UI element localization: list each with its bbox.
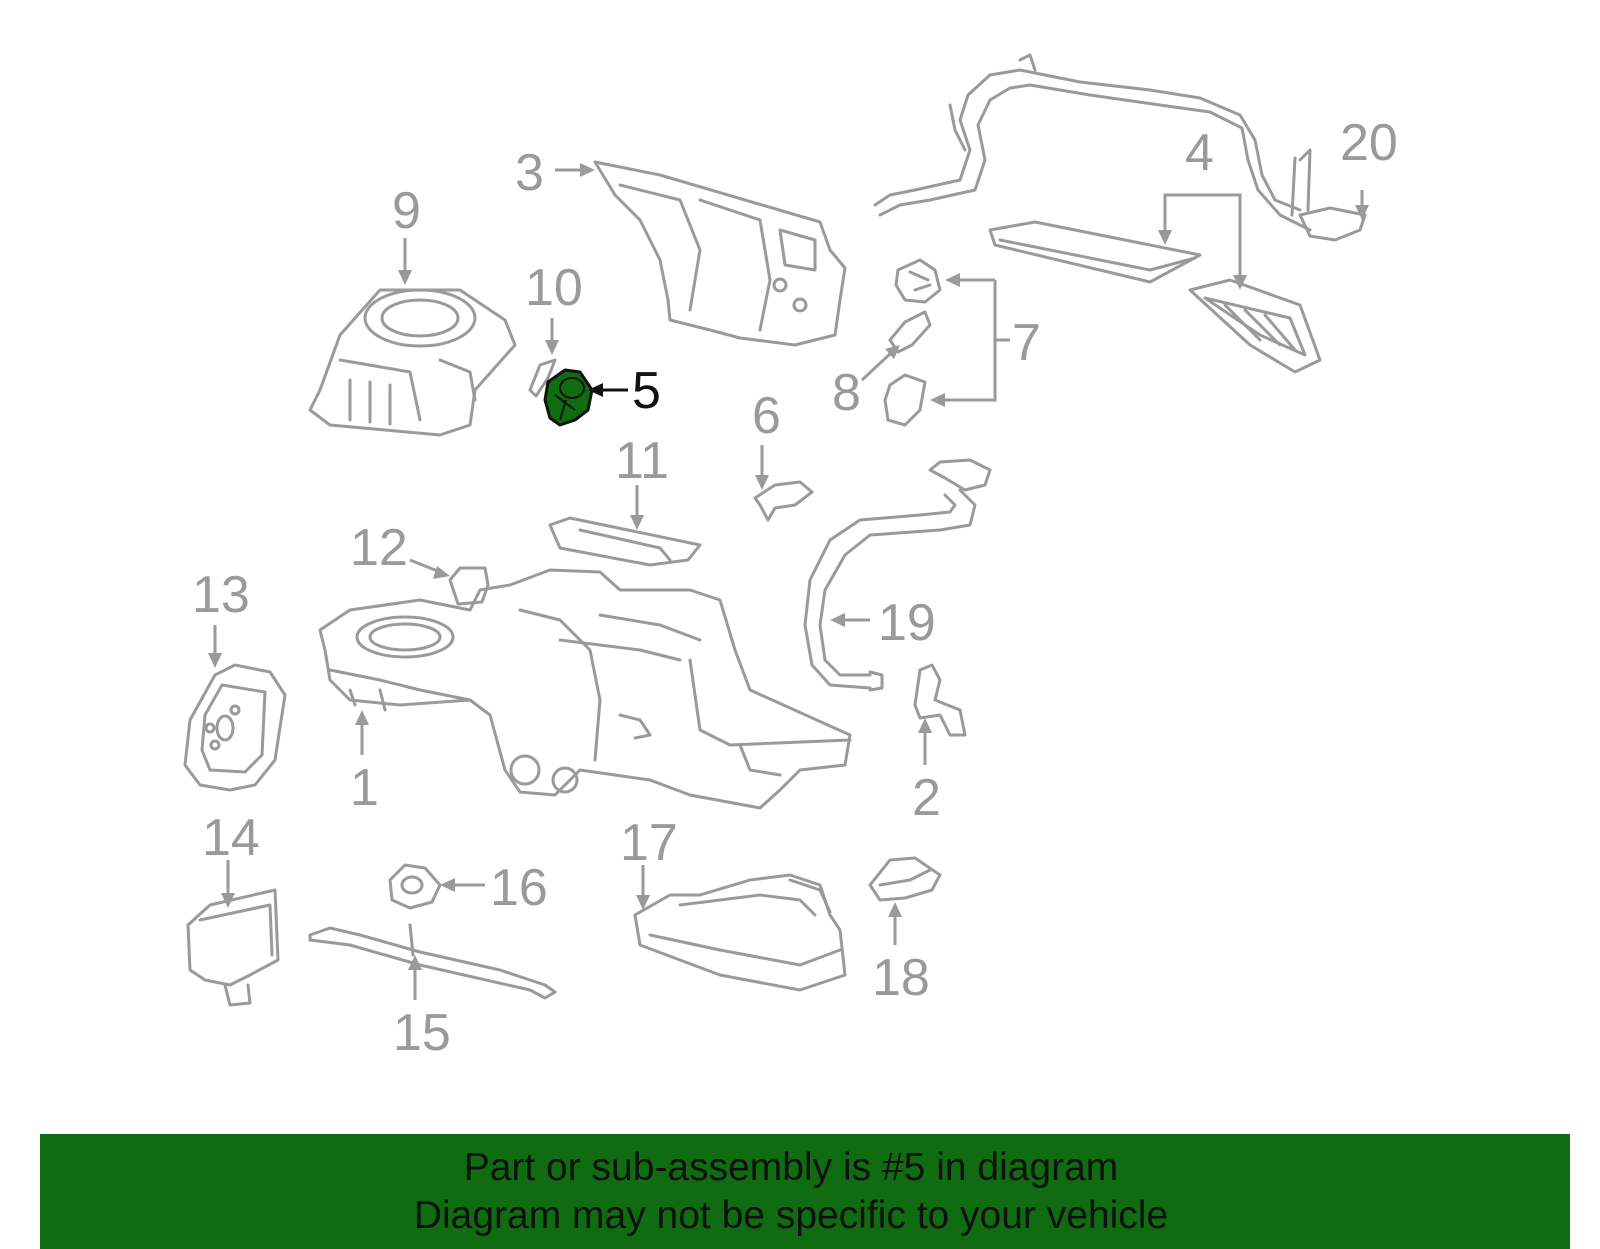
callout-18: 18 bbox=[872, 949, 930, 1007]
callout-9: 9 bbox=[392, 182, 421, 240]
part-8-drawing bbox=[888, 310, 932, 354]
callout-7: 7 bbox=[1012, 314, 1041, 372]
callout-19: 19 bbox=[878, 594, 936, 652]
callout-3: 3 bbox=[515, 144, 544, 202]
part-2-drawing bbox=[913, 663, 967, 737]
callout-10: 10 bbox=[525, 259, 583, 317]
leader-lines bbox=[208, 163, 1369, 1000]
part-18-drawing bbox=[868, 856, 942, 902]
callout-1: 1 bbox=[350, 759, 379, 817]
callout-6: 6 bbox=[752, 387, 781, 445]
part-19-drawing bbox=[803, 458, 992, 692]
part-5-drawing bbox=[543, 368, 594, 427]
part-3-drawing bbox=[593, 160, 847, 347]
part-9-drawing bbox=[308, 288, 517, 437]
part-6-drawing bbox=[753, 480, 814, 522]
part-15-drawing bbox=[308, 923, 557, 1000]
part-17-drawing bbox=[633, 873, 847, 992]
banner-line-part: Part or sub-assembly is #5 in diagram bbox=[463, 1146, 1119, 1189]
info-banner: Part or sub-assembly is #5 in diagram Di… bbox=[40, 1134, 1570, 1249]
part-10-drawing bbox=[528, 358, 557, 398]
callout-15: 15 bbox=[393, 1004, 451, 1062]
banner-line-disclaimer: Diagram may not be specific to your vehi… bbox=[413, 1194, 1169, 1237]
callout-13: 13 bbox=[192, 566, 250, 624]
callout-17: 17 bbox=[620, 814, 678, 872]
part-16-drawing bbox=[388, 863, 442, 910]
callouts: 1 2 3 4 5 6 7 8 9 10 11 12 13 14 15 16 1… bbox=[192, 114, 1398, 1062]
parts-diagram: 1 2 3 4 5 6 7 8 9 10 11 12 13 14 15 16 1… bbox=[183, 53, 1398, 1062]
part-11-drawing bbox=[548, 516, 702, 567]
callout-20: 20 bbox=[1340, 114, 1398, 172]
part-20-drawing bbox=[873, 53, 1367, 242]
part-1-drawing bbox=[318, 568, 852, 810]
part-7-drawing bbox=[883, 258, 942, 427]
callout-8: 8 bbox=[832, 364, 861, 422]
callout-14: 14 bbox=[202, 809, 260, 867]
callout-12: 12 bbox=[350, 519, 408, 577]
callout-16: 16 bbox=[490, 859, 548, 917]
part-4-drawing bbox=[988, 220, 1322, 374]
part-14-drawing bbox=[186, 888, 280, 1007]
callout-5: 5 bbox=[632, 362, 661, 420]
part-13-drawing bbox=[183, 663, 287, 792]
part-12-drawing bbox=[448, 566, 490, 606]
callout-11: 11 bbox=[615, 432, 669, 490]
callout-2: 2 bbox=[912, 769, 941, 827]
callout-4: 4 bbox=[1185, 124, 1214, 182]
